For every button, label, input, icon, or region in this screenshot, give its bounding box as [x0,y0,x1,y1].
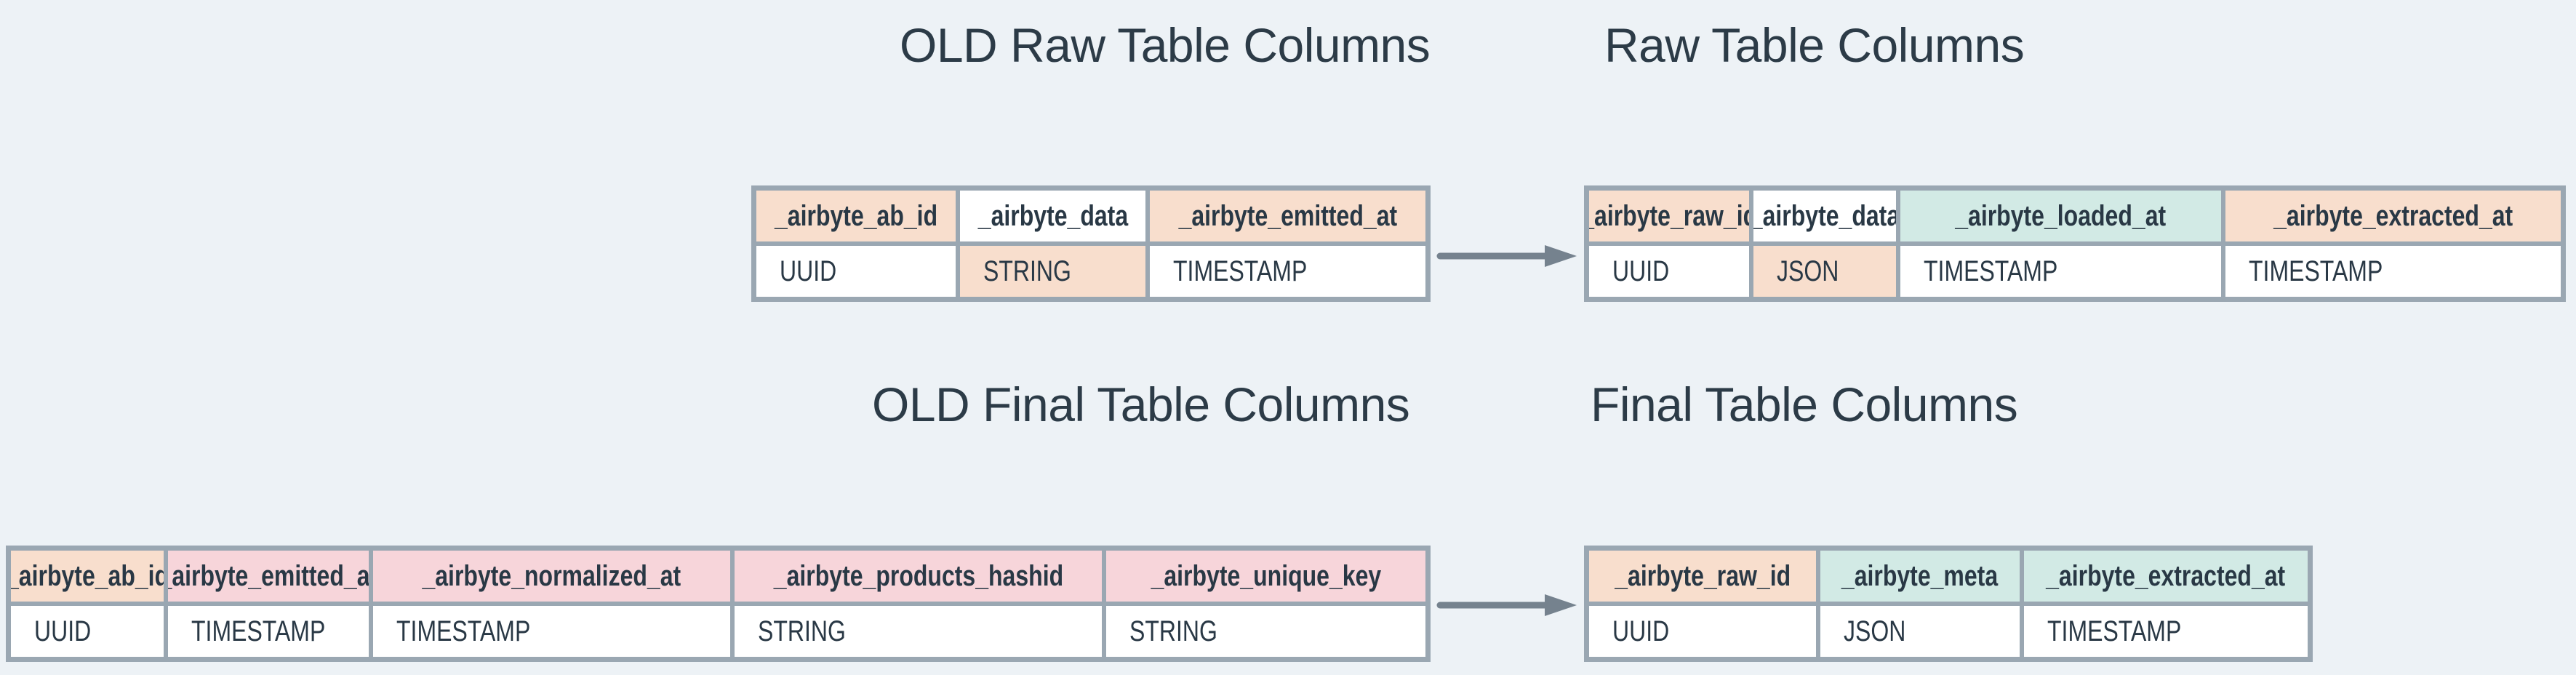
column-type-cell: TIMESTAMP [2225,246,2561,297]
column-type: STRING [983,255,1071,287]
column-name: _airbyte_extracted_at [2273,199,2513,232]
column-type-cell: TIMESTAMP [168,606,369,657]
column-header-cell: _airbyte_normalized_at [373,551,730,602]
column-type: TIMESTAMP [1173,255,1308,287]
column-name: _airbyte_loaded_at [1955,199,2167,232]
raw-table-title: Raw Table Columns [1604,18,2025,72]
old-raw-table: _airbyte_ab_id _airbyte_data _airbyte_em… [751,185,1431,302]
old-final-table-title: OLD Final Table Columns [872,378,1410,431]
column-header-cell: _airbyte_meta [1820,551,2020,602]
column-name: _airbyte_emitted_at [1178,199,1397,232]
column-header-cell: _airbyte_raw_id [1589,551,1816,602]
column-header-cell: _airbyte_emitted_at [168,551,369,602]
column-type: TIMESTAMP [2249,255,2383,287]
column-type-cell: STRING [735,606,1102,657]
final-table: _airbyte_raw_id _airbyte_meta _airbyte_e… [1584,546,2313,662]
column-name: _airbyte_ab_id [11,559,164,592]
column-name: _airbyte_normalized_at [422,559,681,592]
column-name: _airbyte_meta [1841,559,1999,592]
column-header-cell: _airbyte_unique_key [1106,551,1425,602]
final-table-title: Final Table Columns [1591,378,2018,431]
column-type-cell: UUID [11,606,164,657]
column-header-cell: _airbyte_loaded_at [1900,191,2221,241]
column-name: _airbyte_raw_id [1589,199,1749,232]
column-type-cell: STRING [1106,606,1425,657]
raw-table: _airbyte_raw_id _airbyte_data _airbyte_l… [1584,185,2566,302]
column-type: JSON [1844,615,1906,647]
column-name: _airbyte_extracted_at [2046,559,2286,592]
column-name: _airbyte_raw_id [1615,559,1791,592]
column-name: _airbyte_data [1753,199,1896,232]
column-header-cell: _airbyte_ab_id [11,551,164,602]
column-type: TIMESTAMP [191,615,326,647]
column-type-cell: JSON [1753,246,1896,297]
column-type: UUID [1612,255,1670,287]
column-header-cell: _airbyte_extracted_at [2225,191,2561,241]
column-name: _airbyte_emitted_at [168,559,369,592]
column-name: _airbyte_data [977,199,1128,232]
column-type: TIMESTAMP [2047,615,2182,647]
column-type: UUID [1612,615,1670,647]
column-type: STRING [1129,615,1217,647]
column-type-cell: JSON [1820,606,2020,657]
column-header-cell: _airbyte_raw_id [1589,191,1749,241]
column-name: _airbyte_products_hashid [773,559,1063,592]
column-type-cell: TIMESTAMP [373,606,730,657]
column-type: TIMESTAMP [396,615,531,647]
column-type-cell: STRING [960,246,1145,297]
column-header-cell: _airbyte_products_hashid [735,551,1102,602]
column-type-cell: UUID [1589,606,1816,657]
column-name: _airbyte_unique_key [1151,559,1381,592]
column-type-cell: TIMESTAMP [2024,606,2308,657]
column-type: UUID [34,615,92,647]
column-name: _airbyte_ab_id [774,199,938,232]
migration-arrow-icon [1436,245,1577,267]
old-final-table: _airbyte_ab_id _airbyte_emitted_at _airb… [6,546,1431,662]
column-type: JSON [1777,255,1839,287]
column-type-cell: TIMESTAMP [1150,246,1425,297]
column-type: STRING [758,615,846,647]
column-header-cell: _airbyte_ab_id [756,191,956,241]
column-header-cell: _airbyte_emitted_at [1150,191,1425,241]
migration-arrow-icon [1436,594,1577,616]
column-header-cell: _airbyte_data [1753,191,1896,241]
column-type-cell: TIMESTAMP [1900,246,2221,297]
column-header-cell: _airbyte_extracted_at [2024,551,2308,602]
column-type: UUID [780,255,837,287]
column-type-cell: UUID [756,246,956,297]
column-header-cell: _airbyte_data [960,191,1145,241]
column-type-cell: UUID [1589,246,1749,297]
old-raw-table-title: OLD Raw Table Columns [900,18,1431,72]
column-type: TIMESTAMP [1924,255,2058,287]
